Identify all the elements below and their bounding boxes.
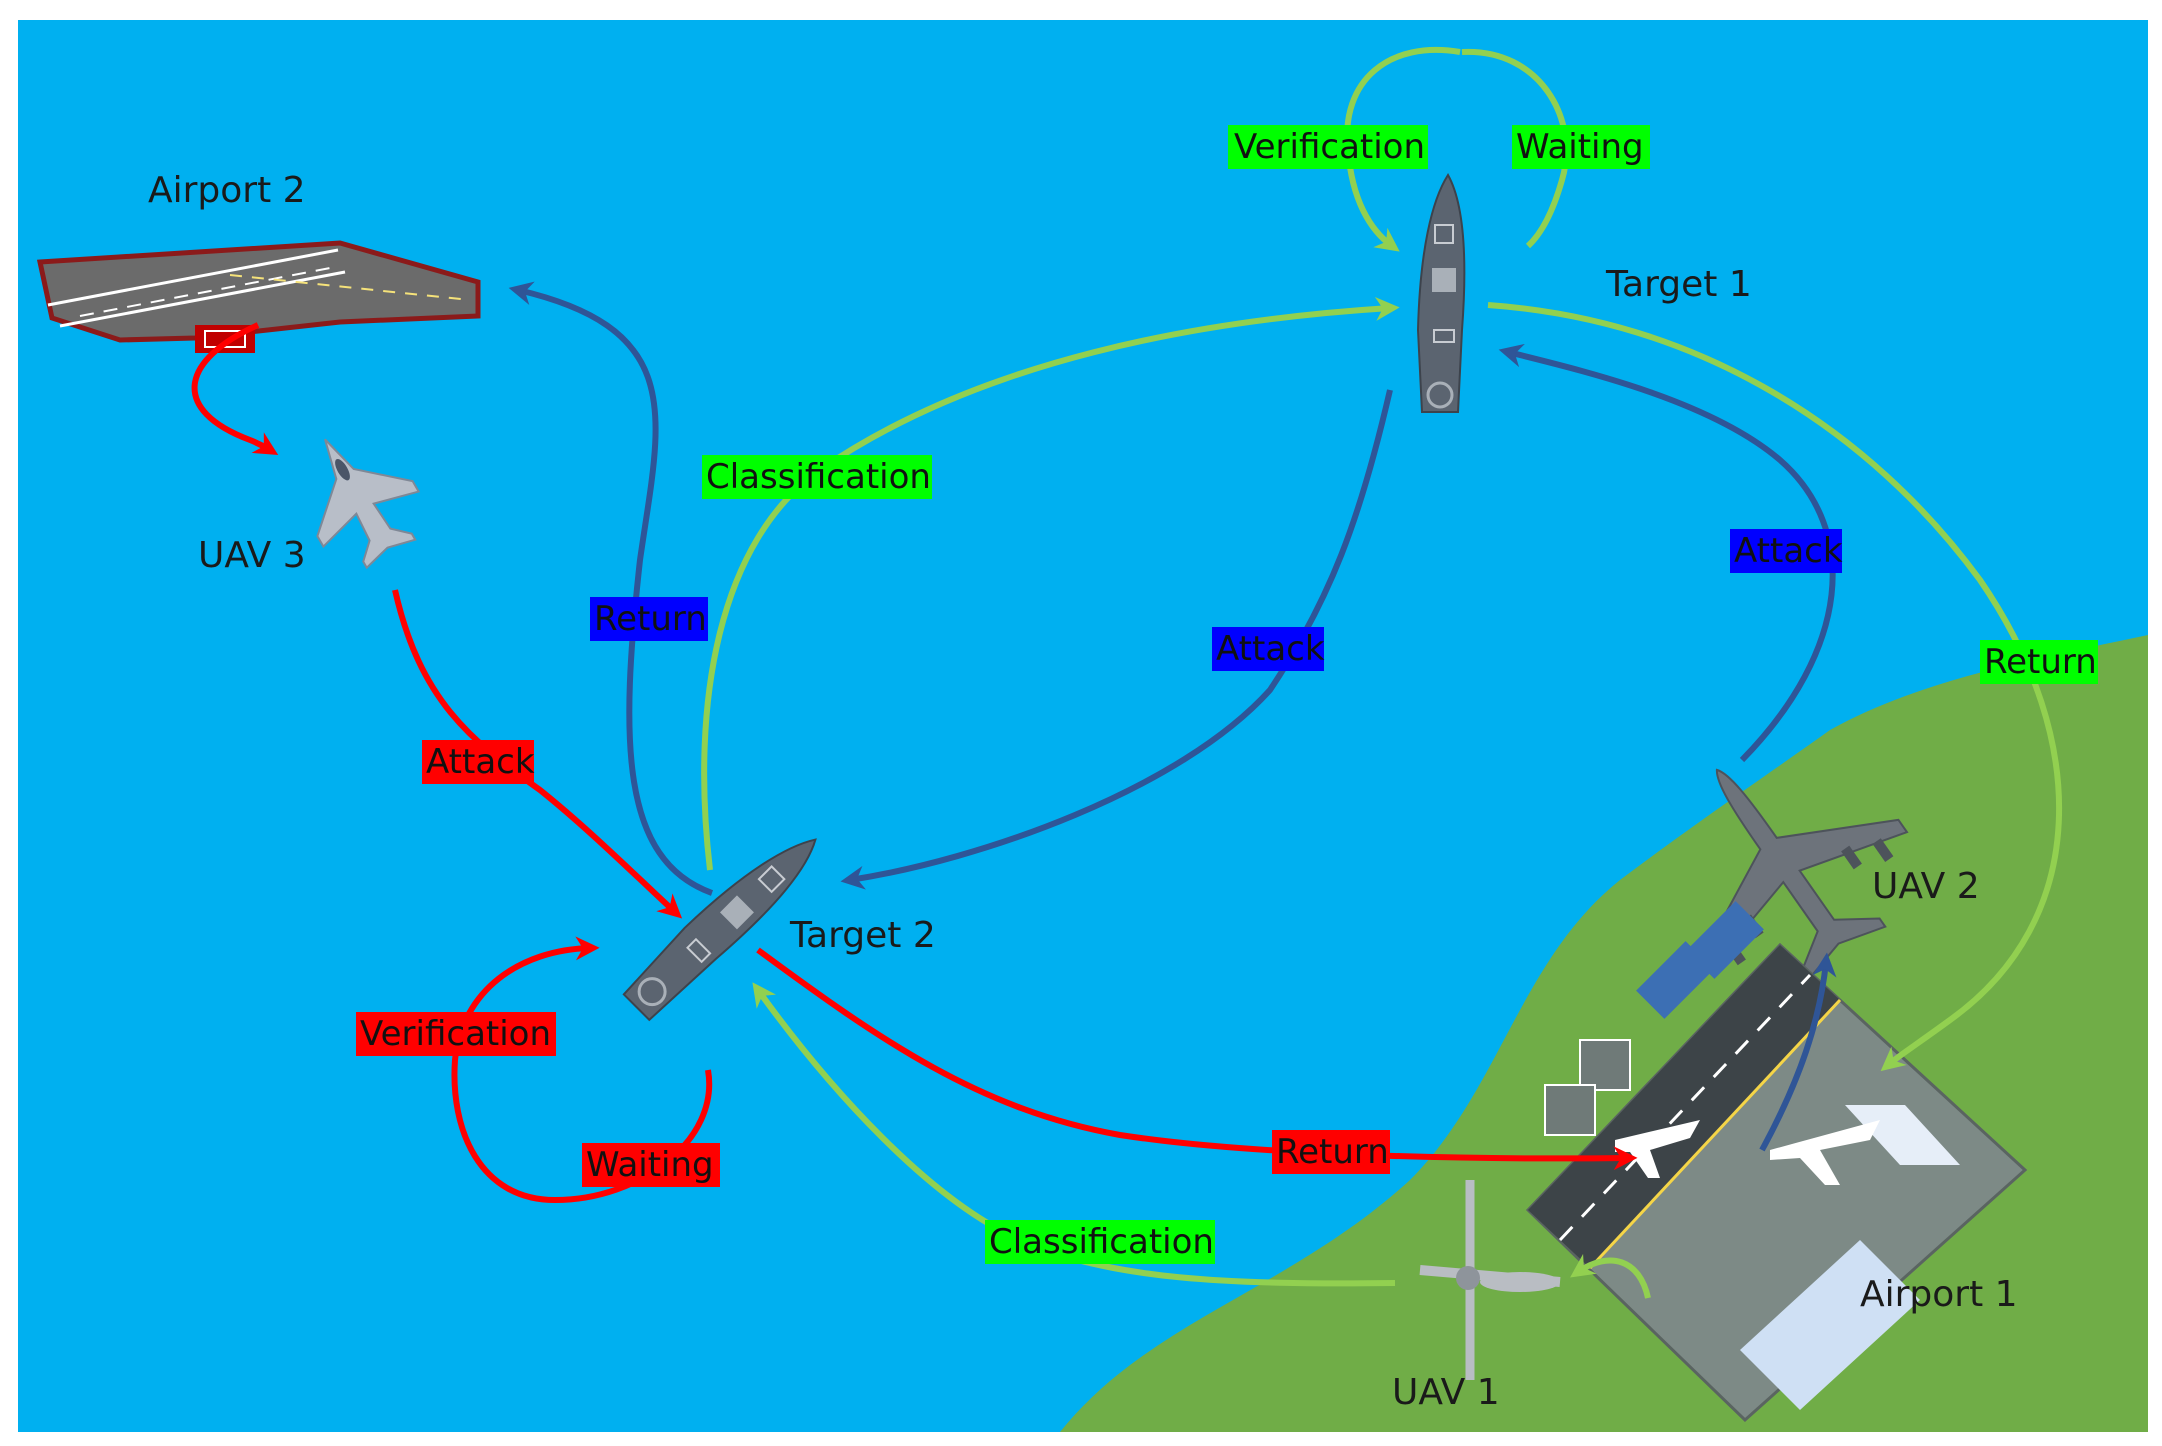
label-bg [1212,627,1324,671]
edge-label-t2-return-blue: Return [594,599,707,639]
fighter-jet-icon [316,438,421,570]
label-bg [1980,640,2098,684]
edge-label-t2-classification: Classification [706,457,931,497]
edge-label-t2-attack-blue: Attack [1216,629,1325,669]
uav3-attack-connector [392,589,683,919]
label-bg [1512,125,1650,169]
edge-label-t2-waiting: Waiting [586,1145,714,1185]
airport1-launch-connector [1570,1253,1651,1299]
label-bg [356,1012,556,1056]
label-bg [582,1143,720,1187]
label-bg [702,455,932,499]
aircraft-carrier-icon [36,240,481,353]
node-label-airport1: Airport 1 [1860,1274,2018,1315]
label-bg [1228,125,1428,169]
label-bg [590,597,708,641]
edge-label-uav3-attack: Attack [426,742,535,782]
edge-label-uav2-return: Return [1984,642,2097,682]
edge-label-uav1-classification: Classification [989,1222,1214,1262]
node-label-target2: Target 2 [789,915,936,956]
node-label-airport2: Airport 2 [148,170,306,211]
t2-return-red-connector [756,947,1638,1171]
label-bg [1272,1130,1390,1174]
node-label-uav1: UAV 1 [1392,1372,1500,1413]
warship-icon [1416,173,1466,413]
drone-icon [1419,1180,1561,1380]
runway-takeoff-connector [1759,952,1837,1152]
edge-label-t1-verification: Verification [1234,127,1425,167]
label-bg [985,1220,1215,1264]
node-label-uav2: UAV 2 [1872,866,1980,907]
label-bg [1730,529,1842,573]
node-label-target1: Target 1 [1605,264,1752,305]
airport2-launch-connector [191,322,279,455]
t1-attack-connector [840,389,1393,890]
edge-label-t1-waiting: Waiting [1516,127,1644,167]
edge-label-t2-return-red: Return [1276,1132,1389,1172]
label-bg [422,740,534,784]
node-label-uav3: UAV 3 [198,535,306,576]
edge-label-t2-verification: Verification [360,1014,551,1054]
t2-return-blue-connector [508,281,714,896]
warship-icon [622,838,817,1022]
edge-label-uav2-attack: Attack [1734,531,1843,571]
uav2-attack-connector [1498,343,1836,763]
